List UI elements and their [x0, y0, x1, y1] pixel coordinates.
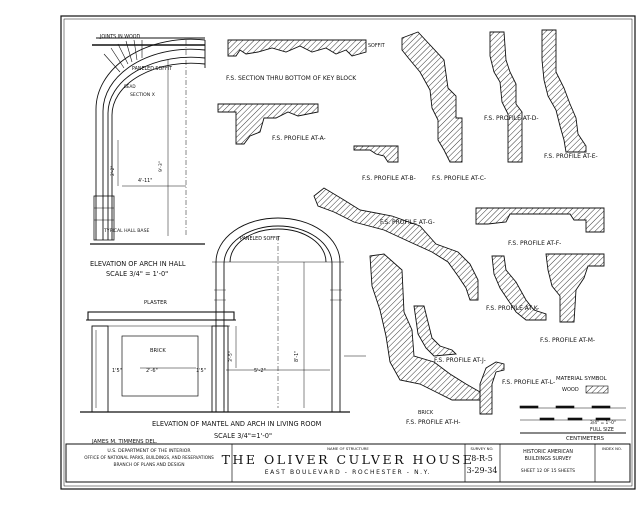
profile-e-caption: F.S. PROFILE AT-E-	[544, 153, 598, 160]
drawing-title: THE OLIVER CULVER HOUSE	[222, 452, 475, 467]
plaster-label: PLASTER	[144, 300, 167, 306]
profile-k-caption: F.S. PROFILE AT-K-	[486, 305, 539, 312]
wood-symbol-swatch	[585, 385, 609, 394]
delineator-credit: JAMES M. TIMMENS DEL.	[91, 439, 158, 445]
material-symbol-title: MATERIAL SYMBOL	[556, 376, 607, 382]
profile-f	[475, 207, 605, 233]
outer-border	[60, 15, 636, 490]
index-no-label: INDEX NO.	[602, 446, 622, 451]
profile-b	[353, 145, 399, 163]
profile-key-block	[227, 39, 367, 57]
profile-a	[217, 103, 319, 145]
soffit-label: SOFFIT	[368, 43, 385, 49]
profile-c	[401, 31, 463, 163]
mantel-height-dim: 3'-5"	[228, 351, 234, 362]
profile-f-caption: F.S. PROFILE AT-F-	[508, 240, 561, 247]
hall-arch-scale: SCALE 3/4" = 1'-0"	[106, 270, 168, 278]
living-room-caption: ELEVATION OF MANTEL AND ARCH IN LIVING R…	[152, 420, 322, 428]
side-right-dim: 1'5"	[196, 368, 206, 374]
living-paneled-soffit-label: PANELED SOFFIT	[240, 236, 280, 242]
profile-j-caption: F.S. PROFILE AT-J-	[434, 357, 486, 364]
hall-base-label: TYPICAL HALL BASE	[103, 228, 149, 234]
hall-paneled-soffit-label: PANELED SOFFIT	[132, 66, 172, 72]
full-size-label: FULL SIZE	[590, 427, 614, 433]
profile-m	[545, 253, 605, 323]
survey-no-label: SURVEY NO.	[470, 446, 493, 451]
hall-arch-caption: ELEVATION OF ARCH IN HALL	[90, 260, 186, 268]
mantel-width-dim: 2'-6"	[146, 368, 158, 374]
profile-h-brick-label: BRICK	[418, 410, 434, 416]
agency-line-2: OFFICE OF NATIONAL PARKS, BUILDINGS, AND…	[84, 455, 214, 460]
habs-line-1: HISTORIC AMERICAN	[523, 449, 573, 455]
hall-width-dim: 4'-11"	[138, 178, 152, 184]
profile-g	[313, 187, 479, 301]
scale-bars	[519, 405, 626, 434]
profile-l-caption: F.S. PROFILE AT-L-	[502, 379, 555, 386]
title-block	[65, 443, 631, 483]
hall-arch-elevation	[90, 37, 206, 245]
profile-l	[479, 361, 505, 415]
inner-border	[63, 18, 633, 487]
drawing-subtitle: EAST BOULEVARD - ROCHESTER - N.Y.	[265, 469, 431, 476]
profile-d	[489, 31, 523, 163]
joints-label: JOINTS IN WOOD	[99, 34, 141, 40]
survey-number: 8-R-5	[471, 454, 493, 463]
living-room-elevation	[80, 217, 366, 413]
survey-date: 3-29-34	[467, 466, 498, 475]
name-of-structure-label: NAME OF STRUCTURE	[327, 446, 369, 451]
profile-j	[413, 305, 457, 357]
brick-label: BRICK	[150, 348, 166, 354]
hall-height-dim: 9'-3"	[158, 161, 164, 172]
profile-b-caption: F.S. PROFILE AT-B-	[362, 175, 416, 182]
three-quarter-scale-label: 3/4" = 1'-0"	[590, 420, 616, 426]
side-left-dim: 1'5"	[112, 368, 122, 374]
profile-d-caption: F.S. PROFILE AT-D-	[484, 115, 539, 122]
agency-line-3: BRANCH OF PLANS AND DESIGN	[114, 462, 185, 468]
hall-lower-dim: 2'-2"	[110, 166, 116, 176]
section-x-label: SECTION X	[130, 92, 155, 98]
profile-k	[491, 255, 547, 321]
key-block-caption: F.S. SECTION THRU BOTTOM OF KEY BLOCK	[226, 75, 357, 82]
bead-label: BEAD	[124, 84, 136, 89]
agency-line-1: U.S. DEPARTMENT OF THE INTERIOR	[107, 448, 191, 454]
profile-m-caption: F.S. PROFILE AT-M-	[540, 337, 595, 344]
arch-height-dim: 8'-1"	[294, 351, 300, 362]
profile-h-caption: F.S. PROFILE AT-H-	[406, 419, 460, 426]
living-room-scale: SCALE 3/4"=1'-0"	[214, 432, 272, 440]
arch-opening-dim: 5'-2"	[254, 368, 266, 374]
profile-a-caption: F.S. PROFILE AT-A-	[272, 135, 326, 142]
material-wood-label: WOOD	[562, 387, 579, 393]
habs-line-2: BUILDINGS SURVEY	[525, 456, 572, 462]
profile-g-caption: F.S. PROFILE AT-G-	[380, 219, 435, 226]
sheet-count: SHEET 12 OF 15 SHEETS	[521, 468, 575, 474]
centimeters-label: CENTIMETERS	[566, 436, 605, 442]
profile-e	[541, 29, 587, 153]
profile-c-caption: F.S. PROFILE AT-C-	[432, 175, 486, 182]
